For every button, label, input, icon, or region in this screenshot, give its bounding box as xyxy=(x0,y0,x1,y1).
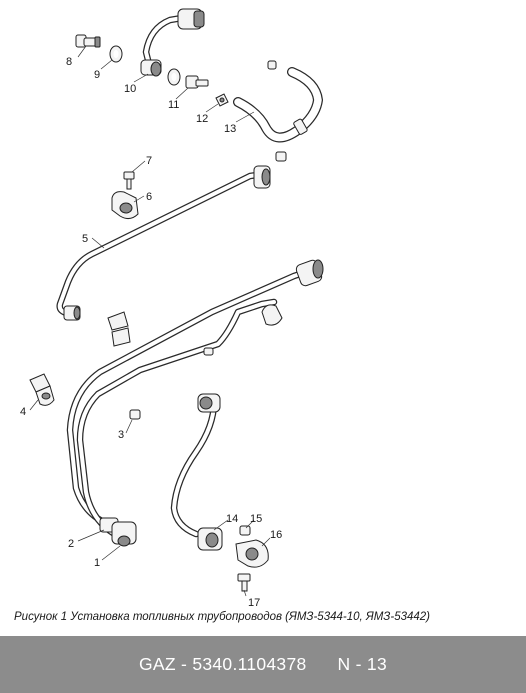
footer-part-number: 5340.1104378 xyxy=(192,654,307,674)
callout-5: 5 xyxy=(82,233,88,245)
callout-16: 16 xyxy=(270,529,282,541)
fitting-part-8 xyxy=(75,34,101,48)
clamp-part-6 xyxy=(111,191,139,220)
callout-3: 3 xyxy=(118,429,124,441)
bracket-part-4 xyxy=(29,373,55,406)
nut-part-3 xyxy=(129,409,141,420)
callout-11: 11 xyxy=(168,99,179,111)
washer-near-part-11 xyxy=(167,68,181,86)
footer-code: N - 13 xyxy=(337,654,388,674)
footer-label: GAZ - 5340.1104378 N - 13 xyxy=(139,654,387,675)
callout-7: 7 xyxy=(146,155,152,167)
leader-lines xyxy=(29,45,271,597)
callout-8: 8 xyxy=(66,56,72,68)
footer-spacer xyxy=(312,654,333,674)
callout-17: 17 xyxy=(248,597,260,609)
tube-part-10 xyxy=(140,8,205,77)
footer-bar: GAZ - 5340.1104378 N - 13 xyxy=(0,636,526,693)
washer-part-9 xyxy=(109,45,123,63)
clamp-pair xyxy=(107,311,131,347)
clamp-part-16 xyxy=(235,539,269,568)
hose-part-13 xyxy=(233,60,323,162)
clamp-part-12 xyxy=(215,93,229,107)
bolt-part-17 xyxy=(237,573,251,592)
tube-part-5 xyxy=(56,165,271,321)
fuel-line-diagram: 1 2 3 4 5 6 7 8 9 10 11 12 13 14 15 16 1… xyxy=(20,8,324,609)
bolt-part-7 xyxy=(123,171,135,190)
callout-6: 6 xyxy=(146,191,152,203)
callout-15: 15 xyxy=(250,513,262,525)
callout-2: 2 xyxy=(68,538,74,550)
callout-1: 1 xyxy=(94,557,100,569)
tube-part-14 xyxy=(170,393,223,551)
nut-part-15 xyxy=(239,525,251,536)
fitting-part-11 xyxy=(185,75,209,89)
callout-14: 14 xyxy=(226,513,238,525)
footer-brand: GAZ xyxy=(138,654,176,674)
callout-9: 9 xyxy=(94,69,100,81)
callout-4: 4 xyxy=(20,406,26,418)
callout-13: 13 xyxy=(224,123,236,135)
callout-12: 12 xyxy=(196,113,208,125)
figure-caption: Рисунок 1 Установка топливных трубопрово… xyxy=(14,611,431,623)
tube-pair-parts-1-2 xyxy=(66,259,324,547)
footer-separator: - xyxy=(181,654,193,674)
callout-10: 10 xyxy=(124,83,136,95)
